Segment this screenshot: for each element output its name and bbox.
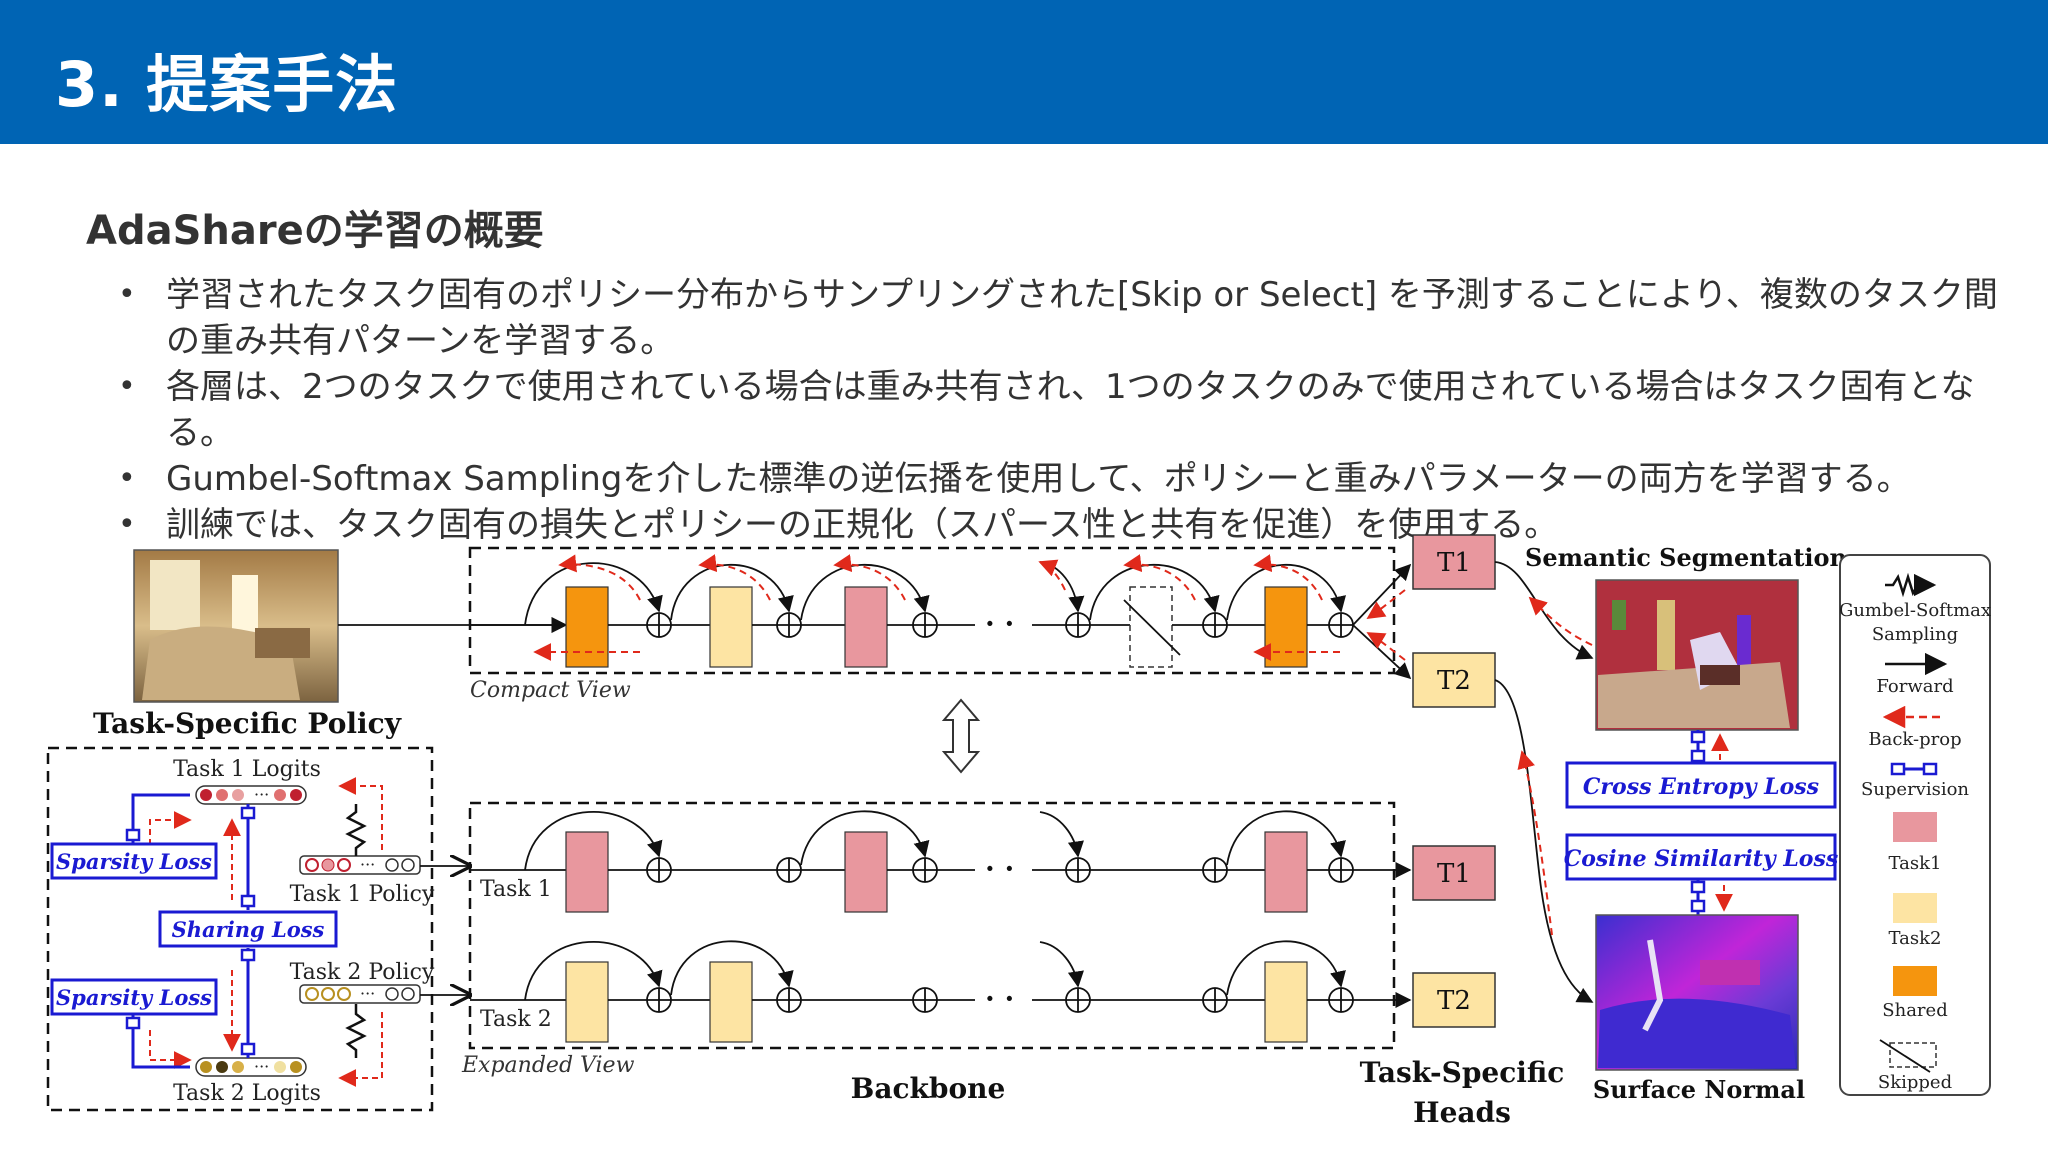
ellipsis: · · xyxy=(985,852,1014,885)
svg-text:Forward: Forward xyxy=(1876,676,1953,697)
task2-policy-label: Task 2 Policy xyxy=(290,960,435,985)
task2-swatch xyxy=(1893,893,1937,923)
task-specific-heads: T1 T2 T1 T2 Task-Specific Heads xyxy=(1352,534,1594,1129)
svg-text:T1: T1 xyxy=(1437,548,1471,578)
block-shared xyxy=(1264,586,1308,668)
supervision-icon xyxy=(1890,762,1938,776)
block-task2 xyxy=(709,586,753,668)
surface-normal-label: Surface Normal xyxy=(1593,1075,1805,1104)
svg-text:T1: T1 xyxy=(1437,859,1471,889)
expanded-task1-row: · · xyxy=(470,810,1412,913)
sparsity-loss-bottom-box xyxy=(50,978,218,1016)
supervision-nodes xyxy=(125,806,256,1056)
svg-text:···: ··· xyxy=(360,855,375,874)
expanded-view-label: Expanded View xyxy=(461,1053,635,1078)
slide-title: 3. 提案手法 xyxy=(55,48,399,121)
svg-text:T2: T2 xyxy=(1437,986,1471,1016)
bullet-item: 各層は、2つのタスクで使用されている場合は重み共有され、1つのタスクのみで使用さ… xyxy=(118,364,2018,456)
svg-text:Sampling: Sampling xyxy=(1872,624,1958,645)
semantic-segmentation-label: Semantic Segmentation xyxy=(1525,543,1847,572)
task1-logits-label: Task 1 Logits xyxy=(173,757,321,782)
cosine-similarity-loss-box xyxy=(1565,833,1837,881)
input-room-image xyxy=(133,549,339,703)
task2-logits-label: Task 2 Logits xyxy=(173,1081,321,1106)
skipped-icon xyxy=(1879,1039,1937,1073)
sparsity-loss-bottom-label: Sparsity Loss xyxy=(56,985,212,1010)
task2-policy: ··· xyxy=(299,984,421,1004)
cross-entropy-loss-label: Cross Entropy Loss xyxy=(1583,774,1819,800)
task2-row-label: Task 2 xyxy=(480,1007,552,1032)
heads-label-line1: Task-Specific xyxy=(1360,1056,1565,1089)
heads-label-line2: Heads xyxy=(1413,1096,1511,1129)
surface-normal-image xyxy=(1595,914,1799,1071)
svg-text:···: ··· xyxy=(254,785,269,804)
task1-policy: ··· xyxy=(299,855,421,875)
compact-expanded-double-arrow xyxy=(941,698,981,774)
head-t2-compact xyxy=(1412,652,1496,708)
compact-view-box xyxy=(468,546,1396,675)
policy-box xyxy=(46,746,434,1112)
svg-text:···: ··· xyxy=(360,984,375,1003)
bullet-list: 学習されたタスク固有のポリシー分布からサンプリングされた[Skip or Sel… xyxy=(118,272,2018,548)
bullet-item: Gumbel-Softmax Samplingを介した標準の逆伝播を使用して、ポ… xyxy=(118,456,2018,502)
svg-text:···: ··· xyxy=(254,1057,269,1076)
semantic-segmentation-image xyxy=(1595,579,1799,731)
svg-text:T2: T2 xyxy=(1437,666,1471,696)
ellipsis: · · xyxy=(985,607,1014,640)
gumbel-sampling-zigzag xyxy=(345,1004,367,1058)
shared-swatch xyxy=(1893,966,1937,996)
gumbel-sampling-zigzag xyxy=(345,804,367,856)
cross-entropy-loss-box xyxy=(1565,761,1837,809)
head-t2-expanded xyxy=(1412,972,1496,1028)
svg-text:Gumbel-Softmax: Gumbel-Softmax xyxy=(1839,600,1991,621)
bullet-item: 訓練では、タスク固有の損失とポリシーの正規化（スパース性と共有を促進）を使用する… xyxy=(118,502,2018,548)
section-title: AdaShareの学習の概要 xyxy=(86,208,544,254)
head-t1-expanded xyxy=(1412,845,1496,901)
supervision-connectors xyxy=(1690,730,1733,915)
head-t1-compact xyxy=(1412,534,1496,590)
svg-text:Task2: Task2 xyxy=(1889,928,1942,949)
svg-text:Back-prop: Back-prop xyxy=(1868,729,1961,750)
sharing-loss-box xyxy=(158,910,338,948)
backbone-label: Backbone xyxy=(851,1072,1006,1105)
ellipsis: · · xyxy=(985,982,1014,1015)
policy-loss-connectors xyxy=(131,793,250,1069)
task2-logits: ··· xyxy=(195,1057,307,1077)
task1-row-label: Task 1 xyxy=(480,877,552,902)
svg-text:Shared: Shared xyxy=(1882,1000,1947,1021)
block-skipped xyxy=(1129,586,1173,668)
bullet-item: 学習されたタスク固有のポリシー分布からサンプリングされた[Skip or Sel… xyxy=(118,272,2018,364)
compact-backbone: · · xyxy=(470,554,1354,668)
task1-swatch xyxy=(1893,812,1937,842)
legend: Gumbel-Softmax Sampling Forward Back-pro… xyxy=(1839,554,1991,1096)
expanded-task2-row: · · xyxy=(470,940,1412,1043)
task1-policy-label: Task 1 Policy xyxy=(290,882,435,907)
compact-view-label: Compact View xyxy=(470,678,631,703)
svg-text:Task1: Task1 xyxy=(1889,853,1942,874)
title-bar: 3. 提案手法 xyxy=(0,0,2048,144)
task1-logits: ··· xyxy=(195,785,307,805)
block-task1 xyxy=(844,586,888,668)
policy-backprop xyxy=(149,777,383,1087)
policy-title: Task-Specific Policy xyxy=(93,707,402,740)
block-shared xyxy=(565,586,609,668)
svg-text:Skipped: Skipped xyxy=(1878,1072,1952,1093)
expanded-view-box xyxy=(468,801,1396,1050)
cosine-similarity-loss-label: Cosine Similarity Loss xyxy=(1564,846,1839,872)
sparsity-loss-top-box xyxy=(50,842,218,880)
sharing-loss-label: Sharing Loss xyxy=(172,917,325,942)
sparsity-loss-top-label: Sparsity Loss xyxy=(56,849,212,874)
svg-text:Supervision: Supervision xyxy=(1861,779,1969,800)
gumbel-zigzag-icon xyxy=(1885,572,1937,598)
